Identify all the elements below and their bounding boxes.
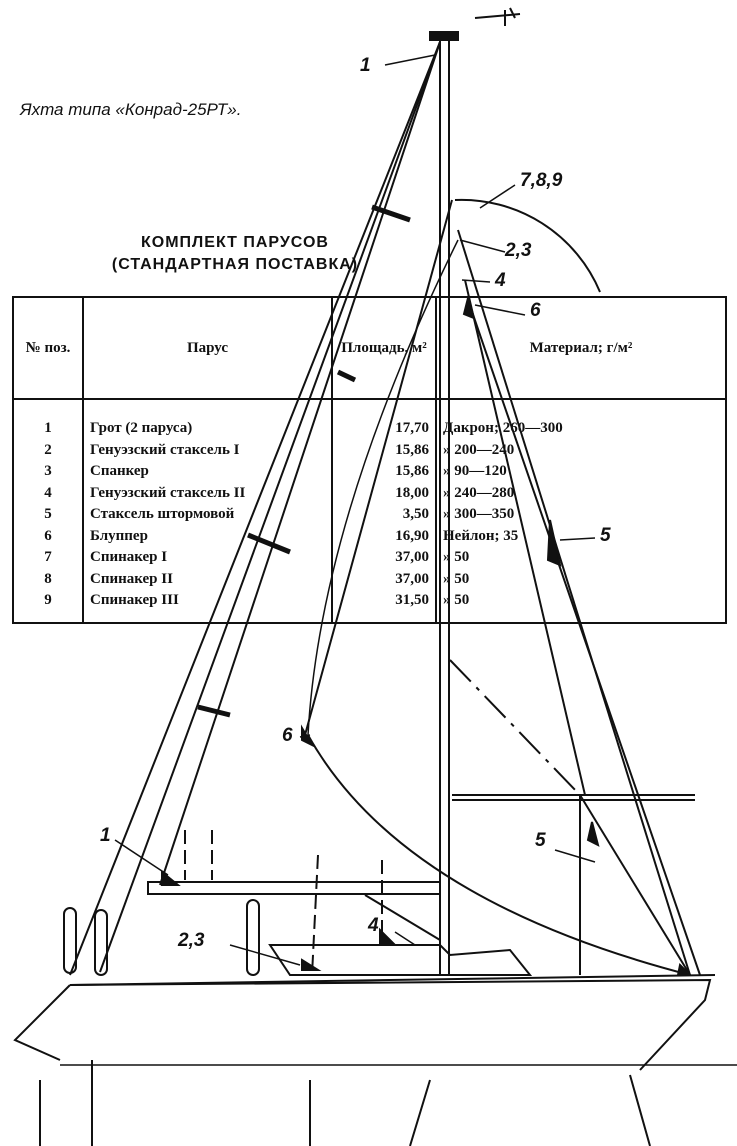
cell-sail: Спинакер III — [82, 590, 333, 624]
cell-material: » 50 — [435, 568, 727, 590]
cell-num: 1 — [12, 399, 84, 440]
cell-sail: Спанкер — [82, 461, 333, 483]
cell-area: 37,00 — [331, 547, 437, 569]
label-1: 1 — [360, 55, 371, 76]
blooper-curve — [307, 734, 691, 976]
cell-sail: Блуппер — [82, 525, 333, 547]
cell-material: » 50 — [435, 590, 727, 624]
boom — [147, 881, 441, 895]
cell-material: » 300—350 — [435, 504, 727, 526]
cell-num: 9 — [12, 590, 84, 624]
header-area: Площадь, м² — [331, 296, 437, 400]
label-2-3: 2,3 — [505, 240, 532, 261]
label-4-lower: 4 — [368, 915, 379, 936]
header-sail: Парус — [82, 296, 333, 400]
sails-table: № поз. Парус Площадь, м² Материал; г/м² … — [12, 296, 727, 624]
cell-area: 17,70 — [331, 399, 437, 440]
header-material: Материал; г/м² — [435, 296, 727, 400]
cell-sail: Генуэзский стаксель I — [82, 439, 333, 461]
cell-material: Нейлон; 35 — [435, 525, 727, 547]
cell-material: » 200—240 — [435, 439, 727, 461]
cell-sail: Спинакер I — [82, 547, 333, 569]
label-5: 5 — [600, 525, 611, 546]
cell-material: » 50 — [435, 547, 727, 569]
header-num: № поз. — [12, 296, 84, 400]
cell-sail: Стаксель штормовой — [82, 504, 333, 526]
cell-num: 5 — [12, 504, 84, 526]
cell-area: 3,50 — [331, 504, 437, 526]
cell-sail: Генуэзский стаксель II — [82, 482, 333, 504]
cell-material: » 240—280 — [435, 482, 727, 504]
label-6-lower: 6 — [282, 725, 293, 746]
cell-area: 15,86 — [331, 439, 437, 461]
hull — [13, 978, 712, 1071]
cell-area: 31,50 — [331, 590, 437, 624]
figure-caption: Яхта типа «Конрад-25РТ». — [20, 100, 242, 119]
cell-sail: Спинакер II — [82, 568, 333, 590]
table-header-row: № поз. Парус Площадь, м² Материал; г/м² — [12, 296, 727, 400]
cell-material: » 90—120 — [435, 461, 727, 483]
label-1-lower: 1 — [100, 825, 111, 846]
table-subtitle: (СТАНДАРТНАЯ ПОСТАВКА) — [111, 256, 359, 273]
cell-num: 6 — [12, 525, 84, 547]
label-2-3-lower: 2,3 — [178, 930, 205, 951]
label-4: 4 — [495, 270, 506, 291]
wind-vane-icon — [474, 7, 521, 26]
cell-area: 16,90 — [331, 525, 437, 547]
label-5-lower: 5 — [535, 830, 546, 851]
table-title: КОМПЛЕКТ ПАРУСОВ — [141, 234, 329, 251]
cell-num: 4 — [12, 482, 84, 504]
cell-area: 37,00 — [331, 568, 437, 590]
cell-area: 15,86 — [331, 461, 437, 483]
cell-num: 2 — [12, 439, 84, 461]
cell-num: 8 — [12, 568, 84, 590]
cell-area: 18,00 — [331, 482, 437, 504]
label-7-8-9: 7,8,9 — [520, 170, 563, 191]
cell-material: Дакрон; 260—300 — [435, 399, 727, 440]
cell-num: 3 — [12, 461, 84, 483]
cell-sail: Грот (2 паруса) — [82, 399, 333, 440]
cell-num: 7 — [12, 547, 84, 569]
label-6: 6 — [530, 300, 541, 321]
